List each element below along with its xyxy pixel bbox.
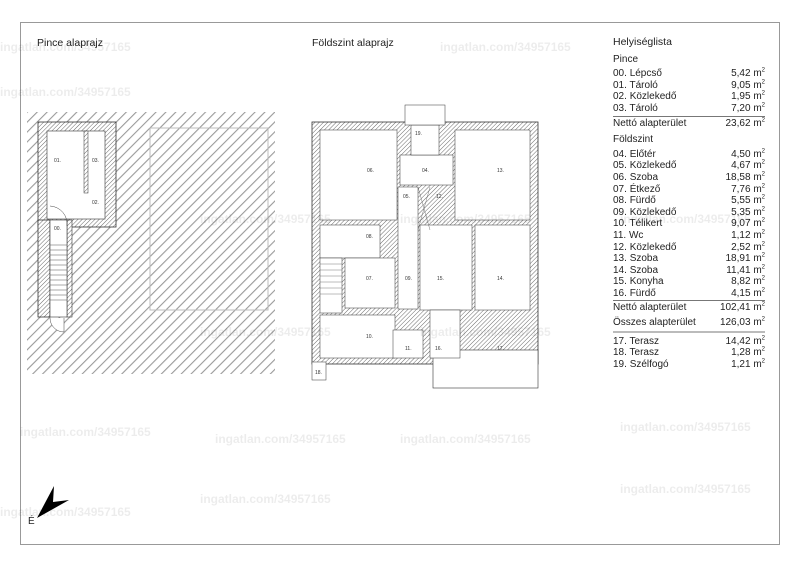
ground-floor-plan: 06. 13. 04. 19. 05. 12. 08. 07. 09. 15. …: [311, 104, 539, 389]
room-label-08: 08.: [366, 234, 373, 240]
room-label-00: 00.: [54, 226, 61, 232]
room-label-04: 04.: [422, 168, 429, 174]
room-label-09: 09.: [405, 276, 412, 282]
room-label-15: 15.: [437, 276, 444, 282]
room-label-11: 11.: [405, 346, 412, 352]
drawing-frame: [20, 22, 780, 545]
basement-heading: Pince: [613, 53, 639, 65]
room-label-18: 18.: [315, 370, 322, 376]
basement-plan-title: Pince alaprajz: [37, 37, 103, 49]
room-label-07: 07.: [366, 276, 373, 282]
room-label-16: 16.: [435, 346, 442, 352]
basement-plan: 01. 03. 02. 00.: [27, 112, 275, 374]
room-label-14: 14.: [497, 276, 504, 282]
room-label-02: 02.: [92, 200, 99, 206]
room-label-01: 01.: [54, 158, 61, 164]
ground-heading: Földszint: [613, 134, 654, 146]
room-label-13: 13.: [497, 168, 504, 174]
ground-plan-title: Földszint alaprajz: [312, 37, 394, 49]
room-label-19: 19.: [415, 131, 422, 137]
room-label-05: 05.: [403, 194, 410, 200]
room-label-03: 03.: [92, 158, 99, 164]
north-arrow-icon: [37, 486, 69, 518]
room-label-12: 12.: [436, 194, 443, 200]
room-list-title: Helyiséglista: [613, 36, 672, 48]
room-label-06: 06.: [367, 168, 374, 174]
north-label: É: [28, 516, 35, 527]
room-label-10: 10.: [366, 334, 373, 340]
room-label-17: 17.: [497, 346, 504, 352]
